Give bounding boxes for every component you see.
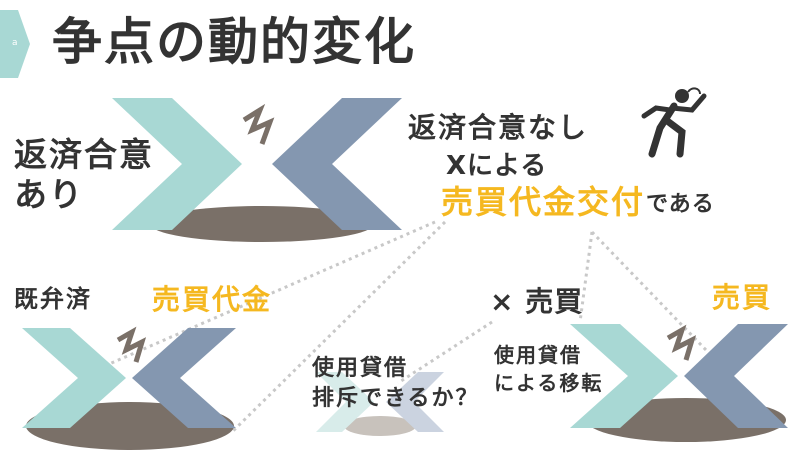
page-title: 争点の動的変化 bbox=[52, 13, 416, 71]
label-repay-agreement-no: 返済合意なし bbox=[408, 111, 589, 144]
spark-icon bbox=[666, 324, 697, 361]
label-transfer-2: による移転 bbox=[494, 371, 604, 395]
left-chevron bbox=[22, 328, 126, 428]
clash-diagram-faded bbox=[316, 372, 444, 436]
clash-diagram-main bbox=[112, 98, 402, 242]
label-transfer-1: 使用貸借 bbox=[494, 343, 582, 367]
right-chevron bbox=[132, 328, 236, 428]
ground-shadow bbox=[344, 416, 416, 436]
right-chevron bbox=[272, 98, 402, 230]
label-cross-sale: × 売買 bbox=[490, 285, 584, 318]
label-loan-1: 使用貸借 bbox=[312, 356, 409, 381]
left-chevron bbox=[570, 324, 678, 428]
left-chevron bbox=[316, 372, 374, 432]
running-person-icon bbox=[641, 87, 707, 158]
label-sale-price: 売買代金 bbox=[152, 283, 273, 316]
right-chevron bbox=[386, 372, 444, 432]
connector-line bbox=[578, 231, 594, 323]
right-chevron bbox=[684, 324, 788, 428]
connector-line bbox=[230, 220, 447, 434]
label-loan-2: 排斥できるか？ bbox=[312, 386, 480, 411]
slide-number: a bbox=[12, 38, 18, 48]
ground-shadow bbox=[150, 206, 374, 242]
label-sale: 売買 bbox=[712, 281, 773, 314]
clash-diagram-right bbox=[570, 324, 788, 442]
clash-diagram-left bbox=[22, 326, 236, 450]
label-already-repaid: 既弁済 bbox=[14, 285, 92, 313]
connector-line bbox=[99, 220, 436, 370]
left-chevron bbox=[112, 98, 242, 230]
label-sale-price-delivery-suffix: である bbox=[646, 192, 715, 217]
label-repay-agreement-yes-2: あり bbox=[14, 175, 84, 214]
label-repay-agreement-yes-1: 返済合意 bbox=[14, 135, 154, 174]
spark-icon bbox=[242, 103, 275, 145]
spark-icon bbox=[116, 326, 147, 363]
connector-line bbox=[397, 320, 493, 385]
label-sale-price-delivery: 売買代金交付 bbox=[441, 183, 646, 221]
label-x-by: Xによる bbox=[446, 151, 548, 181]
